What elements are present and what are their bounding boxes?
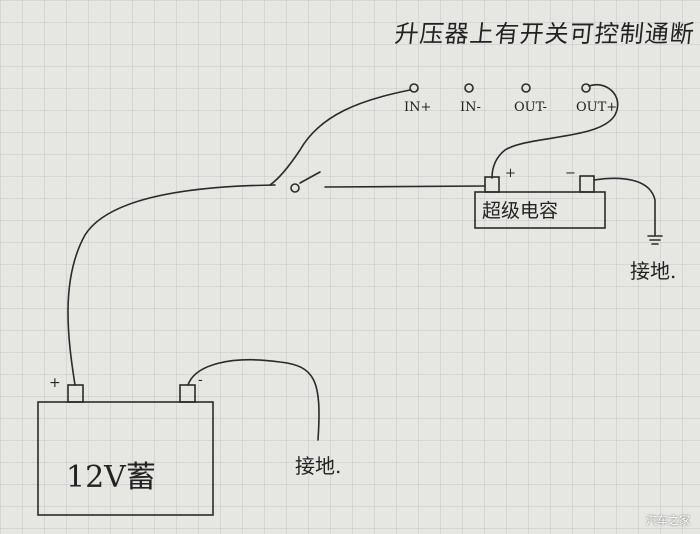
battery-minus-label: - [198, 372, 203, 388]
terminal-out-plus [581, 83, 591, 93]
label-in-plus: IN+ [404, 100, 432, 115]
battery-plus-label: + [49, 375, 61, 391]
cap-minus-terminal [579, 175, 595, 193]
wire-out-plus-to-cap [491, 83, 619, 179]
battery-minus-terminal [179, 384, 196, 403]
note-title: 升压器上有开关可控制通断 [393, 20, 697, 48]
supercapacitor-label: 超级电容 [482, 200, 559, 222]
label-in-minus: IN- [460, 100, 481, 115]
wire-cap-to-ground [593, 177, 656, 236]
wire-battery-minus-to-ground [187, 359, 320, 441]
ground-symbol [647, 235, 663, 245]
wire-switch-to-cap [324, 185, 486, 188]
ground-label-battery: 接地. [295, 454, 342, 478]
terminal-out-minus [521, 83, 531, 93]
watermark: 汽车之家 [646, 514, 690, 527]
label-out-plus: OUT+ [576, 100, 618, 115]
label-out-minus: OUT- [514, 100, 548, 115]
cap-plus-terminal [484, 176, 500, 193]
terminal-in-minus [464, 83, 474, 93]
supercapacitor-box [474, 191, 606, 229]
terminal-in-plus [409, 83, 419, 93]
switch-lever [299, 171, 321, 184]
wire-in-plus-to-switch [269, 89, 411, 186]
battery-label: 12V蓄 [66, 460, 156, 495]
ground-label-cap: 接地. [630, 259, 677, 283]
switch-contact [290, 183, 300, 193]
battery-plus-terminal [67, 384, 84, 403]
battery-box [37, 401, 214, 516]
cap-minus-label: − [565, 166, 576, 181]
wire-battery-plus-to-switch [67, 184, 276, 386]
cap-plus-label: + [505, 166, 516, 181]
